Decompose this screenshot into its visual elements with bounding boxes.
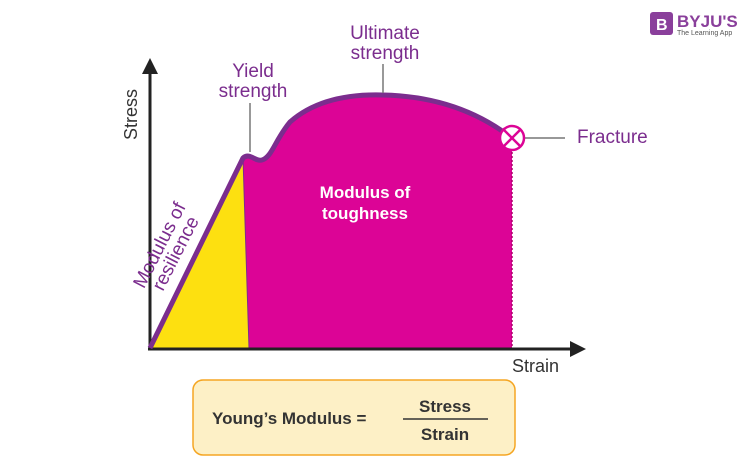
stress-strain-curve: [147, 92, 507, 350]
formula-box: [192, 379, 516, 456]
fracture-label: Fracture: [577, 127, 648, 148]
svg-text:B: B: [656, 17, 668, 34]
yield-divider: [242, 157, 250, 349]
formula-denominator: Strain: [421, 425, 469, 444]
ultimate-label-2: strength: [351, 43, 420, 64]
toughness-label-1: Modulus of: [320, 183, 411, 202]
byjus-logo: B BYJU'S The Learning App: [650, 12, 738, 37]
logo-name: BYJU'S: [677, 12, 738, 31]
x-axis-label: Strain: [512, 356, 559, 376]
y-axis-label: Stress: [121, 89, 141, 140]
formula-numerator: Stress: [419, 397, 471, 416]
fracture-marker-icon: [498, 124, 526, 152]
yield-label-2: strength: [219, 81, 288, 102]
toughness-label-2: toughness: [322, 204, 408, 223]
formula-lhs: Young’s Modulus =: [212, 409, 366, 428]
logo-tagline: The Learning App: [677, 30, 732, 37]
yield-label-1: Yield: [232, 61, 274, 82]
y-axis-arrow-icon: [142, 58, 158, 74]
toughness-region: [243, 94, 512, 348]
x-axis-arrow-icon: [570, 341, 586, 357]
ultimate-label-1: Ultimate: [350, 23, 420, 44]
